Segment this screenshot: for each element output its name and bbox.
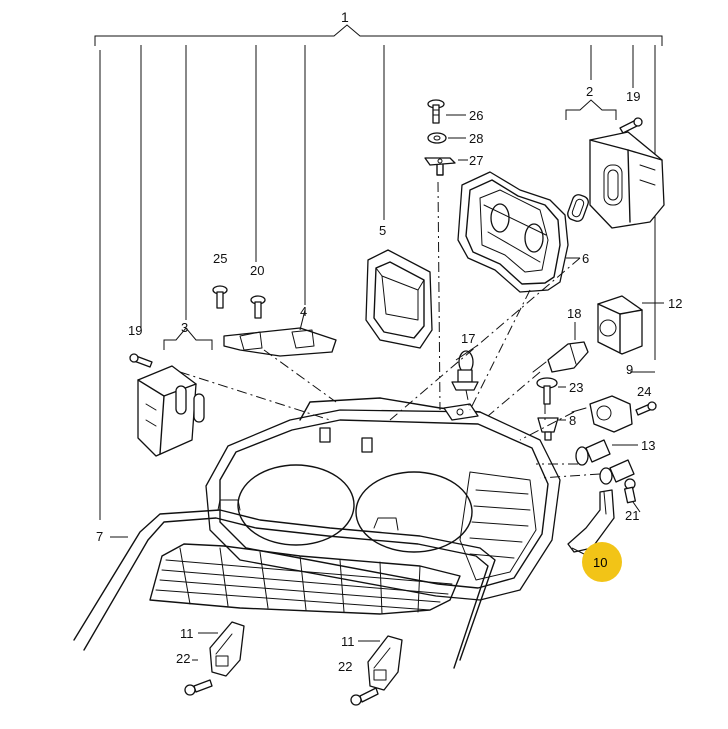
callout-21: 21 <box>625 508 639 523</box>
screw-22-right <box>350 687 379 706</box>
callout-25: 25 <box>213 251 227 266</box>
callout-27: 27 <box>469 153 483 168</box>
bulb-18 <box>532 322 589 373</box>
callout-23: 23 <box>569 380 583 395</box>
screw-19-left <box>129 353 153 368</box>
callout-22-right: 22 <box>338 659 352 674</box>
assembly-lines <box>179 181 601 479</box>
assembly-bracket-1 <box>94 24 663 520</box>
washer-28 <box>427 132 466 144</box>
callout-19-left: 19 <box>128 323 142 338</box>
callout-12: 12 <box>668 296 682 311</box>
callout-8: 8 <box>569 413 576 428</box>
clip-11-left <box>198 621 245 677</box>
callout-10: 10 <box>593 555 607 570</box>
clip-11-right <box>358 635 403 691</box>
callout-28: 28 <box>469 131 483 146</box>
socket-13b <box>599 459 635 485</box>
callout-7: 7 <box>96 529 103 544</box>
clip-nut-27 <box>424 157 468 176</box>
callout-18: 18 <box>567 306 581 321</box>
adjuster-8 <box>537 417 566 441</box>
ballast-unit-2 <box>565 99 665 229</box>
screw-21 <box>623 478 641 513</box>
screw-20 <box>250 295 266 319</box>
callout-13: 13 <box>641 438 655 453</box>
screw-23 <box>536 377 566 405</box>
housing-cap-5 <box>365 249 433 349</box>
callout-20: 20 <box>250 263 264 278</box>
seal-ring <box>567 194 589 222</box>
callout-19-right: 19 <box>626 89 640 104</box>
bracket-4 <box>223 309 337 357</box>
callout-3: 3 <box>181 320 188 335</box>
screw-22-left <box>184 659 213 696</box>
highlight-marker-10 <box>582 542 622 582</box>
cover-frame-6 <box>457 171 580 293</box>
bulb-17 <box>451 344 479 391</box>
callout-4: 4 <box>300 304 307 319</box>
callout-9: 9 <box>626 362 633 377</box>
callout-2: 2 <box>586 84 593 99</box>
bulb-13 <box>575 439 638 466</box>
callout-24: 24 <box>637 384 651 399</box>
motor-9 <box>571 371 655 433</box>
screw-24 <box>635 401 657 416</box>
headlight-housing <box>205 397 561 601</box>
screw-25 <box>212 285 228 309</box>
callout-6: 6 <box>582 251 589 266</box>
ignitor-12 <box>597 295 664 355</box>
front-glass-7 <box>73 499 496 669</box>
callout-11-right: 11 <box>341 634 355 649</box>
callout-11-left: 11 <box>180 626 194 641</box>
callout-1: 1 <box>341 9 349 25</box>
screw-19-right <box>619 117 643 134</box>
callout-26: 26 <box>469 108 483 123</box>
screw-26 <box>427 99 466 124</box>
control-unit-3 <box>137 327 213 457</box>
callout-22-left: 22 <box>176 651 190 666</box>
callout-17: 17 <box>461 331 475 346</box>
callout-5: 5 <box>379 223 386 238</box>
